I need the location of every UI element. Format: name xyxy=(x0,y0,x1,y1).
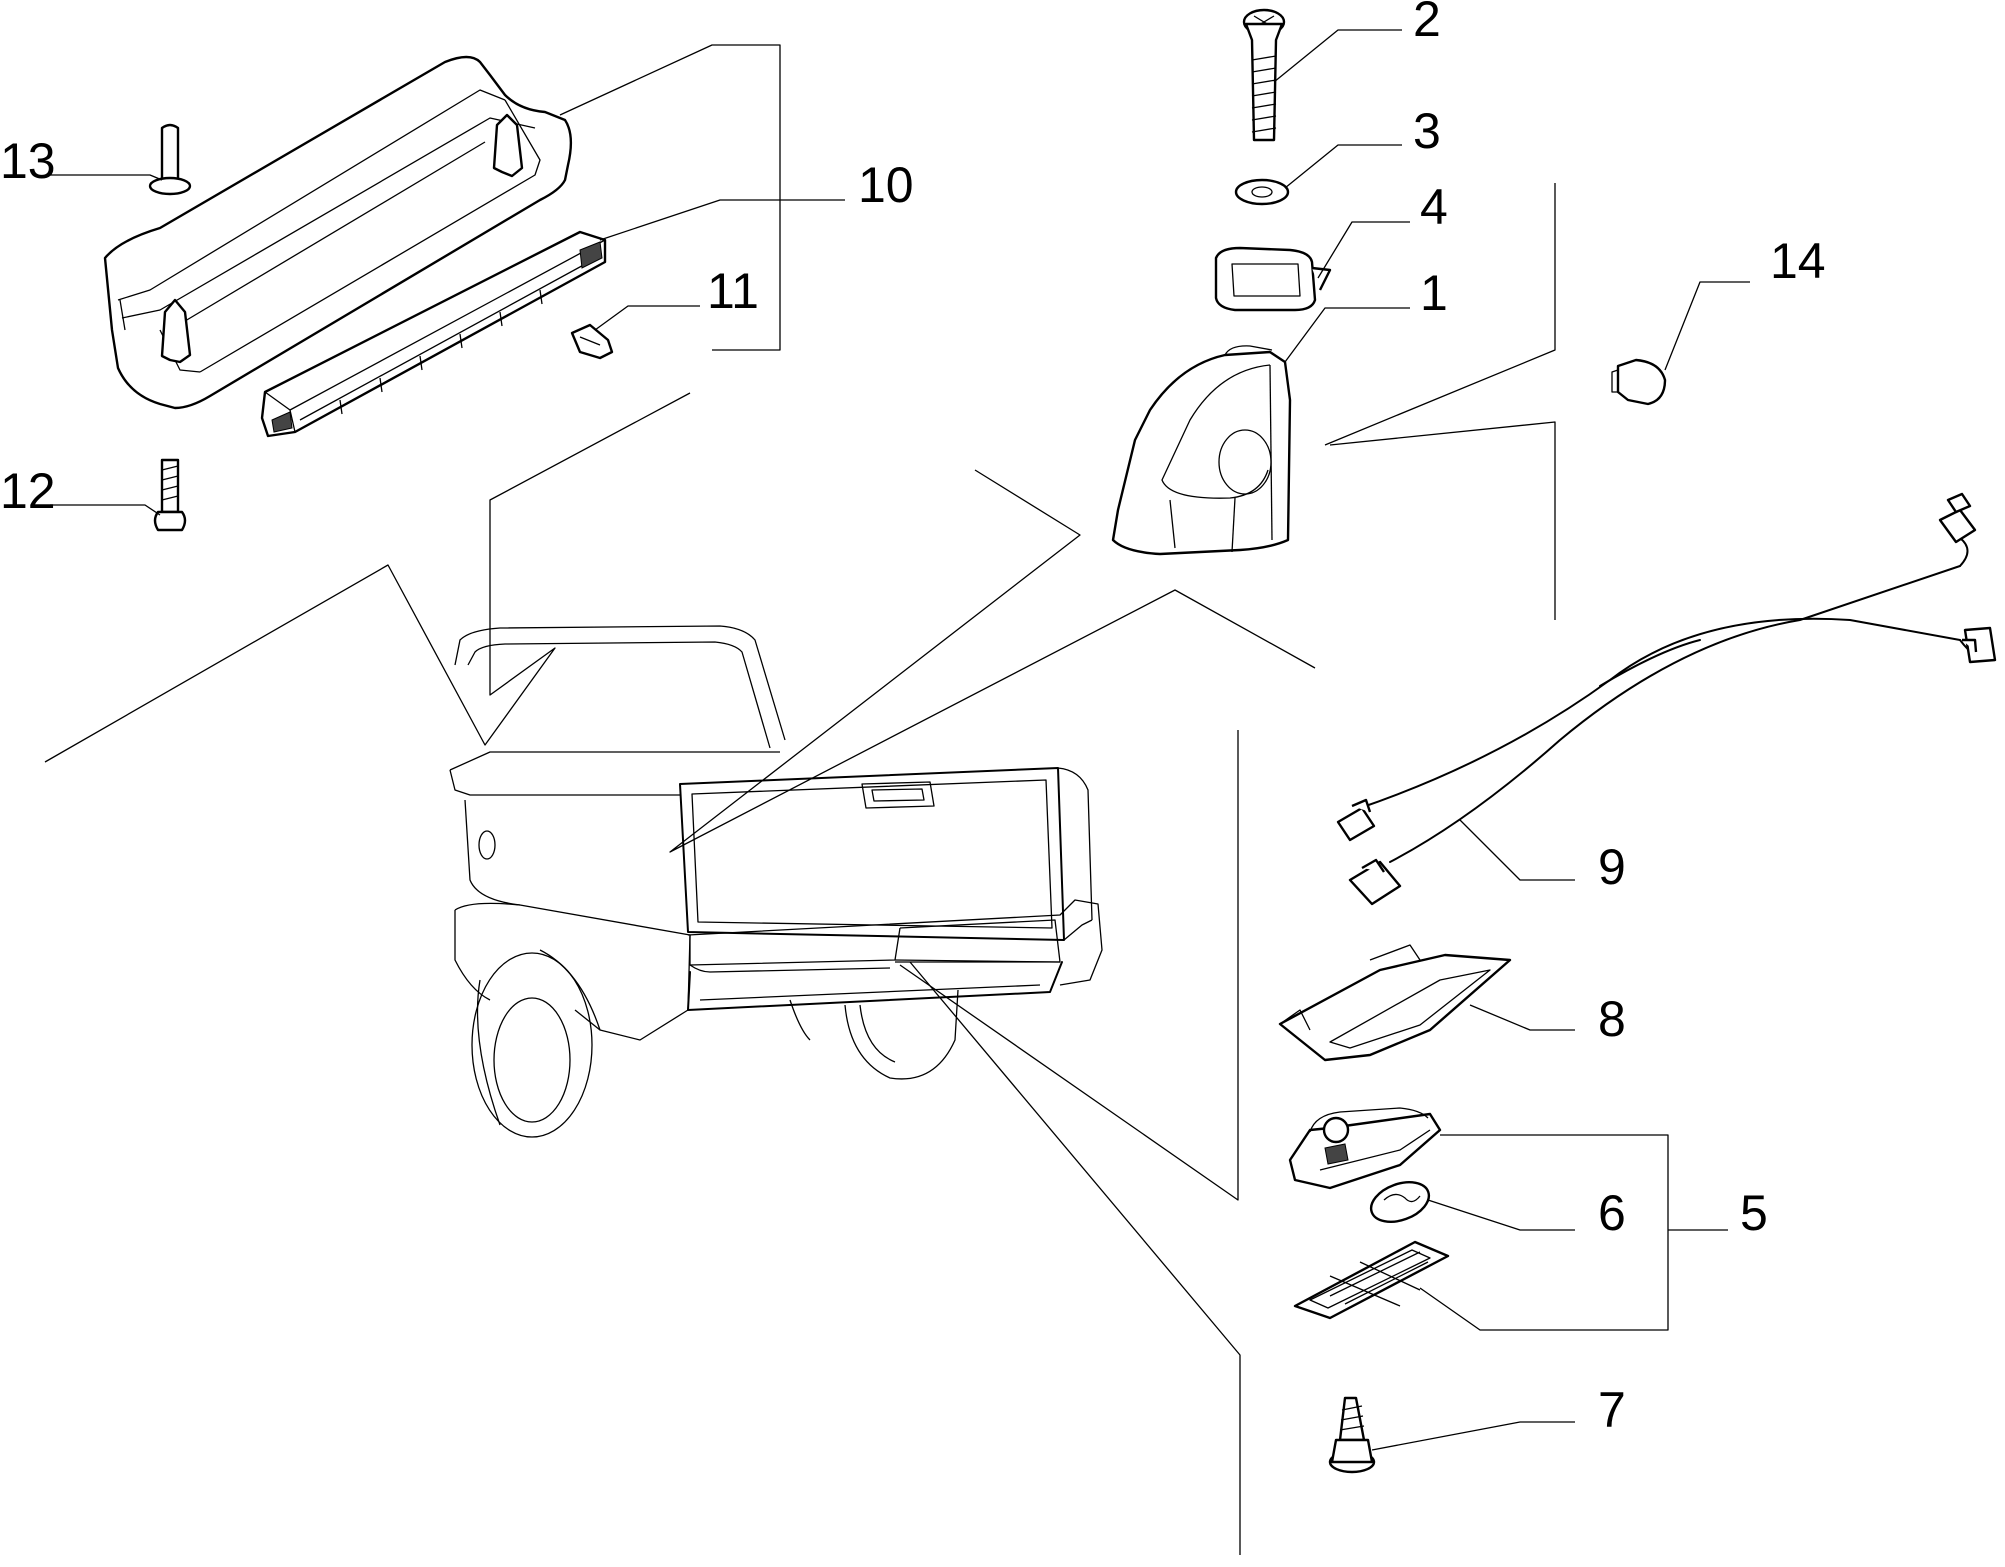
callout-labels: 13 12 10 11 2 3 4 1 14 9 8 6 5 7 xyxy=(0,0,1826,1438)
part-2-screw xyxy=(1242,8,1286,142)
callout-14: 14 xyxy=(1770,233,1826,289)
part-13-pin xyxy=(148,123,192,196)
callout-10: 10 xyxy=(858,157,914,213)
callout-7: 7 xyxy=(1598,1382,1626,1438)
part-12-screw xyxy=(153,458,187,532)
part-8-bracket xyxy=(1278,944,1512,1062)
part-5-lens xyxy=(1293,1240,1450,1320)
part-14-bulb xyxy=(1611,358,1667,406)
callout-2: 2 xyxy=(1413,0,1441,47)
part-6-festoon-bulb xyxy=(1369,1181,1431,1223)
callout-6: 6 xyxy=(1598,1185,1626,1241)
part-11-clip xyxy=(570,323,614,360)
part-7-screw xyxy=(1328,1396,1376,1474)
part-9-wiring-harness xyxy=(1336,492,1997,906)
leader-lines xyxy=(44,29,1750,1555)
callout-9: 9 xyxy=(1598,839,1626,895)
part-1-tail-lamp xyxy=(1111,345,1292,556)
part-10-stop-lamp-housing xyxy=(103,55,573,410)
part-5-plate-lamp-body xyxy=(1288,1107,1442,1190)
callout-12: 12 xyxy=(0,463,56,519)
callout-11: 11 xyxy=(707,263,759,319)
callout-8: 8 xyxy=(1598,991,1626,1047)
callout-3: 3 xyxy=(1413,103,1441,159)
callout-1: 1 xyxy=(1420,265,1448,321)
part-10-lens-strip xyxy=(260,230,607,438)
callout-4: 4 xyxy=(1420,179,1448,235)
part-3-washer xyxy=(1234,178,1290,206)
callout-5: 5 xyxy=(1740,1185,1768,1241)
callout-13: 13 xyxy=(0,133,56,189)
part-4-retainer xyxy=(1214,246,1332,312)
vehicle-rear-view xyxy=(449,625,1103,1138)
